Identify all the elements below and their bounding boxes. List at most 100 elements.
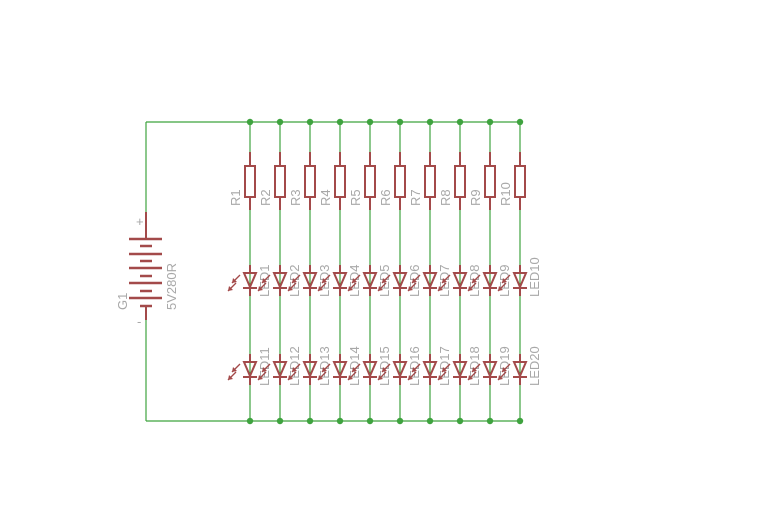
led-row1-diode-icon: [422, 272, 438, 290]
led-row2-diode-icon: [392, 361, 408, 379]
light-arrow-head-icon: [292, 278, 297, 283]
led-row2-diode-icon: [362, 361, 378, 379]
junction-dot: [396, 118, 404, 126]
junction-dot: [306, 417, 314, 425]
light-arrow-head-icon: [472, 278, 477, 283]
led-row2-diode-icon: [452, 361, 468, 379]
junction-dot: [516, 118, 524, 126]
led-row2-diode-icon: [422, 361, 438, 379]
resistor-icon: [244, 165, 256, 198]
light-arrow-head-icon: [378, 286, 383, 291]
resistor-icon: [364, 165, 376, 198]
led-row1-diode-icon: [482, 272, 498, 290]
light-arrow-head-icon: [352, 278, 357, 283]
junction-dot: [336, 417, 344, 425]
led-row2-diode-icon: [302, 361, 318, 379]
light-arrow-head-icon: [232, 367, 237, 372]
junction-dot: [306, 118, 314, 126]
led-label: LED19: [497, 346, 512, 386]
light-arrow-head-icon: [228, 286, 233, 291]
resistor-icon: [454, 165, 466, 198]
resistor-icon: [394, 165, 406, 198]
junction-dot: [456, 417, 464, 425]
led-label: LED18: [467, 346, 482, 386]
resistor-icon: [334, 165, 346, 198]
junction-dot: [366, 417, 374, 425]
junction-dot: [426, 417, 434, 425]
resistor-label: R5: [348, 189, 363, 206]
junction-dot: [246, 118, 254, 126]
led-row2-diode-icon: [482, 361, 498, 379]
battery-value-label: 5V280R: [164, 263, 179, 310]
led-row1-diode-icon: [452, 272, 468, 290]
resistor-label: R1: [228, 189, 243, 206]
led-row1-diode-icon: [362, 272, 378, 290]
led-label: LED12: [287, 346, 302, 386]
led-label: LED11: [257, 347, 272, 386]
resistor-icon: [484, 165, 496, 198]
resistor-label: R10: [498, 182, 513, 206]
light-arrow-head-icon: [382, 278, 387, 283]
battery-minus-label: -: [137, 314, 141, 329]
resistor-icon: [274, 165, 286, 198]
resistor-label: R7: [408, 189, 423, 206]
led-label: LED16: [407, 346, 422, 386]
junction-dot: [486, 417, 494, 425]
light-arrow-head-icon: [228, 375, 233, 380]
led-row2-diode-icon: [272, 361, 288, 379]
light-arrow-head-icon: [408, 375, 413, 380]
light-arrow-head-icon: [348, 375, 353, 380]
junction-dot: [276, 417, 284, 425]
light-arrow-head-icon: [348, 286, 353, 291]
junction-dot: [516, 417, 524, 425]
battery-plus-label: +: [136, 214, 144, 229]
light-arrow-head-icon: [498, 286, 503, 291]
light-arrow-head-icon: [262, 367, 267, 372]
light-arrow-head-icon: [378, 375, 383, 380]
light-arrow-head-icon: [502, 367, 507, 372]
led-row1-diode-icon: [392, 272, 408, 290]
light-arrow-head-icon: [288, 375, 293, 380]
light-arrow-head-icon: [442, 367, 447, 372]
light-arrow-head-icon: [322, 278, 327, 283]
light-arrow-head-icon: [258, 375, 263, 380]
resistor-label: R6: [378, 189, 393, 206]
junction-dot: [456, 118, 464, 126]
light-arrow-head-icon: [232, 278, 237, 283]
resistor-label: R2: [258, 189, 273, 206]
light-arrow-head-icon: [382, 367, 387, 372]
light-arrow-head-icon: [288, 286, 293, 291]
led-row1-diode-icon: [242, 272, 258, 290]
light-arrow-head-icon: [318, 375, 323, 380]
junction-dot: [486, 118, 494, 126]
light-arrow-head-icon: [468, 375, 473, 380]
led-row2-diode-icon: [332, 361, 348, 379]
resistor-icon: [424, 165, 436, 198]
battery-name-label: G1: [115, 293, 130, 310]
led-label: LED10: [527, 257, 542, 297]
light-arrow-head-icon: [408, 286, 413, 291]
light-arrow-head-icon: [472, 367, 477, 372]
led-label: LED15: [377, 346, 392, 386]
resistor-label: R8: [438, 189, 453, 206]
junction-dot: [336, 118, 344, 126]
light-arrow-head-icon: [438, 286, 443, 291]
resistor-label: R3: [288, 189, 303, 206]
light-arrow-head-icon: [258, 286, 263, 291]
led-label: LED20: [527, 346, 542, 386]
light-arrow-head-icon: [498, 375, 503, 380]
resistor-icon: [514, 165, 526, 198]
led-row2-diode-icon: [512, 361, 528, 379]
junction-dot: [276, 118, 284, 126]
light-arrow-head-icon: [262, 278, 267, 283]
light-arrow-head-icon: [412, 278, 417, 283]
led-row1-diode-icon: [512, 272, 528, 290]
junction-dot: [426, 118, 434, 126]
light-arrow-head-icon: [502, 278, 507, 283]
light-arrow-head-icon: [318, 286, 323, 291]
light-arrow-head-icon: [468, 286, 473, 291]
led-label: LED17: [437, 346, 452, 386]
light-arrow-head-icon: [322, 367, 327, 372]
light-arrow-head-icon: [292, 367, 297, 372]
